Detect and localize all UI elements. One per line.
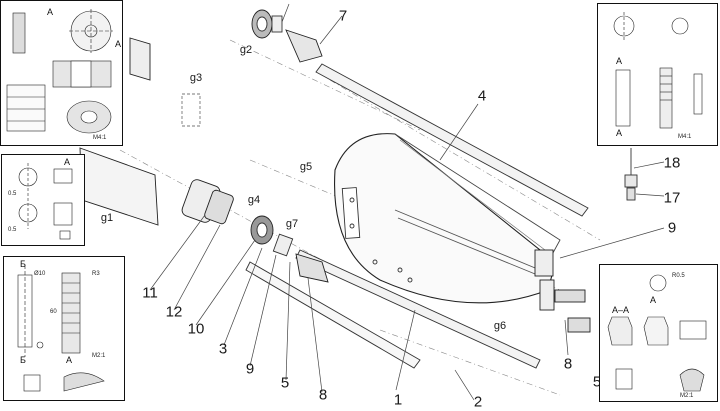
part-label-5-left: 5 [280, 374, 290, 392]
part-label-9-left: 9 [245, 360, 255, 378]
detail-inset-bushing: A 0.5 0.5 [1, 154, 85, 246]
part-label-11: 11 [142, 284, 158, 302]
inset-gear-scale-note: M4:1 [93, 135, 107, 141]
detail-inset-bolt: A–A A R0.5 M2:1 [599, 264, 718, 402]
part-label-7: 7 [338, 7, 348, 25]
inset-bushing-dim1: 0.5 [8, 191, 17, 197]
group-label-g1: g1 [100, 212, 114, 224]
part-label-8-right: 8 [563, 355, 573, 373]
inset-rack-section-b-bottom: Б [20, 355, 26, 365]
group-label-g5: g5 [299, 161, 313, 173]
shaft-4 [315, 63, 589, 217]
bushing-detail-drawing [18, 163, 73, 240]
detail-inset-rack: Б Б A Ø10 60 R3 M2:1 [3, 256, 125, 401]
group-label-g4: g4 [247, 194, 261, 206]
rack-detail-drawing [17, 265, 105, 392]
part-label-17: 17 [663, 189, 681, 207]
part-label-9-right: 9 [667, 219, 677, 237]
detail-inset-pin: A A M4:1 [597, 3, 718, 146]
inset-bolt-dim-r: R0.5 [672, 273, 685, 279]
inset-gear-letter-a: A [47, 7, 54, 17]
group-label-g7: g7 [285, 218, 299, 230]
part-label-1: 1 [393, 391, 403, 409]
group-label-g2: g2 [239, 44, 253, 56]
inset-rack-section-b-top: Б [20, 259, 26, 269]
bolt-detail-drawing [607, 274, 707, 392]
inset-bushing-dim2: 0.5 [8, 227, 17, 233]
part-label-18: 18 [663, 154, 681, 172]
inset-rack-scale-note: M2:1 [92, 353, 106, 359]
body-plate [333, 133, 553, 304]
part-label-3: 3 [218, 340, 228, 358]
inset-rack-dim-d10: Ø10 [34, 271, 46, 277]
inset-gear-letter-a2: A [115, 39, 122, 49]
inset-bolt-section-label: A–A [612, 305, 630, 315]
part-label-4: 4 [477, 87, 487, 105]
inset-pin-scale-note: M4:1 [678, 134, 692, 140]
pin-detail-drawing [613, 12, 703, 129]
part-label-12: 12 [165, 303, 183, 321]
group-label-g3: g3 [189, 72, 203, 84]
inset-pin-letter-a: A [616, 56, 623, 66]
part-label-2: 2 [473, 393, 483, 411]
gear-detail-drawing [6, 9, 113, 134]
inset-rack-dim-60: 60 [50, 309, 57, 315]
rod-1 [245, 261, 421, 369]
detail-inset-gear: A A M4:1 [0, 0, 123, 146]
inset-rack-letter-a: A [66, 355, 73, 365]
inset-bolt-letter-a: A [650, 295, 657, 305]
inset-bolt-scale-note: M2:1 [680, 393, 694, 399]
part-label-8-left: 8 [318, 386, 328, 404]
part-label-10: 10 [187, 320, 205, 338]
inset-rack-dim-r: R3 [92, 271, 100, 277]
inset-pin-letter-a2: A [616, 128, 623, 138]
group-label-g6: g6 [493, 320, 507, 332]
part-label-5-right: 5 [592, 373, 602, 391]
inset-bushing-letter: A [64, 157, 71, 167]
